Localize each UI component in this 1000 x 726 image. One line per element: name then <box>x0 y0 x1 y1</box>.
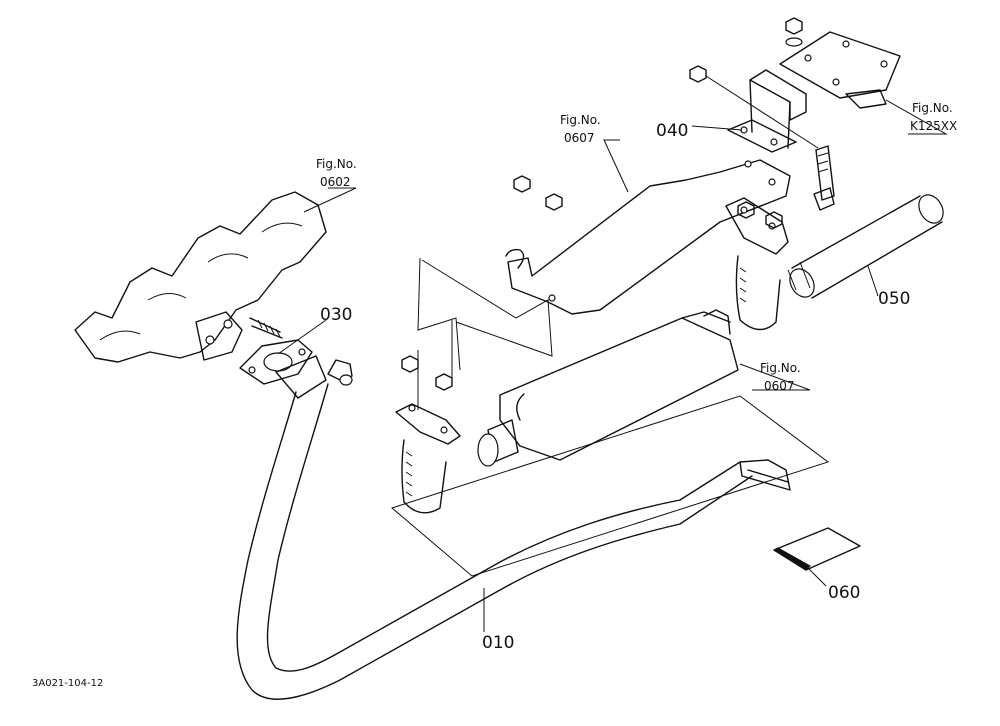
muffler-drawing <box>477 309 739 467</box>
frame-bracket-drawing <box>779 31 901 109</box>
part-number-040: 040 <box>656 121 688 141</box>
fig-ref-0607-lower-label: Fig.No. <box>760 361 801 375</box>
fig-ref-0602-number: 0602 <box>320 175 351 189</box>
fig-ref-k125xx-number: K125XX <box>910 119 957 133</box>
exhaust-pipe-drawing <box>236 355 791 700</box>
exhaust-manifold-drawing <box>74 191 327 363</box>
part-number-010: 010 <box>482 633 514 653</box>
assembly-outline <box>390 257 830 577</box>
part-number-060: 060 <box>828 583 860 603</box>
leader-lines <box>277 75 948 632</box>
manifold-stud-drawing <box>249 317 353 386</box>
muffler-upper-plate-drawing <box>505 159 791 315</box>
part-number-030: 030 <box>320 305 352 325</box>
fig-ref-0602-label: Fig.No. <box>316 157 357 171</box>
bracket-040-drawing <box>727 69 835 211</box>
left-hanger-drawing <box>395 403 461 514</box>
fig-ref-0607-lower-number: 0607 <box>764 379 795 393</box>
fig-ref-0607-upper-number: 0607 <box>564 131 595 145</box>
tail-pipe-drawing <box>787 194 944 299</box>
part-number-050: 050 <box>878 289 910 309</box>
right-hanger-drawing <box>725 197 789 331</box>
hex-nuts-drawing <box>401 17 803 391</box>
repair-sheet-drawing <box>772 527 861 571</box>
diagram-code: 3A021-104-12 <box>32 678 103 689</box>
fig-ref-k125xx-label: Fig.No. <box>912 101 953 115</box>
fig-ref-0607-upper-label: Fig.No. <box>560 113 601 127</box>
